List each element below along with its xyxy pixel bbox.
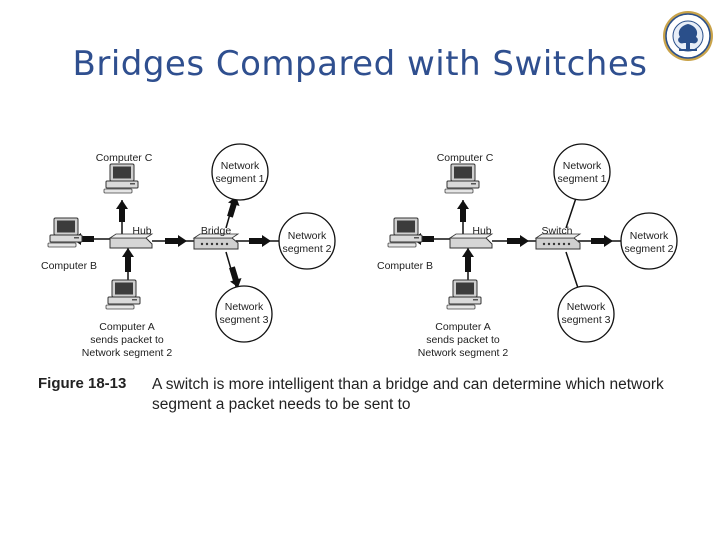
right-hub-label: Hub (472, 225, 491, 237)
left-panel: Computer C Computer B Hub Bridge Network… (41, 143, 336, 359)
left-computer-a-label-3: Network segment 2 (82, 347, 173, 359)
right-packet-arrow-c (457, 200, 469, 222)
right-segment1-circle (553, 143, 611, 201)
slide-title: Bridges Compared with Switches (72, 44, 648, 84)
left-segment1-label-2: segment 1 (215, 173, 264, 185)
left-segment2-circle (278, 212, 336, 270)
left-bridge-label: Bridge (201, 225, 232, 237)
left-computer-a-label-1: Computer A (99, 321, 154, 333)
right-computer-c-label: Computer C (437, 152, 494, 164)
right-computer-a-icon (446, 279, 482, 310)
right-computer-c-icon (444, 163, 480, 194)
left-segment1-label-1: Network (221, 160, 260, 172)
left-computer-b-label: Computer B (41, 260, 97, 272)
figure-number: Figure 18-13 (38, 375, 127, 392)
right-segment3-label-1: Network (567, 301, 606, 313)
right-panel: Computer C Computer B Hub Switch Network… (377, 143, 678, 359)
left-hub-label: Hub (132, 225, 151, 237)
left-computer-c-label: Computer C (96, 152, 153, 164)
right-segment3-circle (557, 285, 615, 343)
right-computer-b-label: Computer B (377, 260, 433, 272)
left-packet-arrow-to-bridge (165, 235, 187, 247)
right-segment2-label-2: segment 2 (624, 243, 673, 255)
network-diagram: Computer C Computer B Hub Bridge Network… (41, 143, 678, 359)
left-computer-b-icon (47, 217, 83, 248)
left-segment3-label-2: segment 3 (219, 314, 268, 326)
left-packet-arrow-c (116, 200, 128, 222)
right-segment3-label-2: segment 3 (561, 314, 610, 326)
left-segment2-label-1: Network (288, 230, 327, 242)
left-packet-arrow-to-seg2 (249, 235, 271, 247)
right-computer-a-label-2: sends packet to (426, 334, 500, 346)
right-packet-arrow-a (462, 248, 474, 272)
right-segment1-label-2: segment 1 (557, 173, 606, 185)
right-segment2-label-1: Network (630, 230, 669, 242)
left-segment2-label-2: segment 2 (282, 243, 331, 255)
right-switch-label: Switch (542, 225, 573, 237)
left-packet-arrow-to-seg3 (229, 266, 242, 288)
left-segment1-circle (211, 143, 269, 201)
right-computer-a-label-1: Computer A (435, 321, 490, 333)
left-computer-a-label-2: sends packet to (90, 334, 164, 346)
right-packet-arrow-to-seg2 (591, 235, 613, 247)
left-packet-arrow-a (122, 248, 134, 272)
left-segment3-label-1: Network (225, 301, 264, 313)
left-computer-a-icon (105, 279, 141, 310)
left-segment3-circle (215, 285, 273, 343)
university-seal-logo (663, 11, 713, 61)
right-computer-b-icon (387, 217, 423, 248)
right-segment2-circle (620, 212, 678, 270)
right-computer-a-label-3: Network segment 2 (418, 347, 509, 359)
right-segment1-label-1: Network (563, 160, 602, 172)
right-packet-arrow-to-switch (507, 235, 529, 247)
figure-caption: A switch is more intelligent than a brid… (152, 376, 664, 413)
left-computer-c-icon (103, 163, 139, 194)
